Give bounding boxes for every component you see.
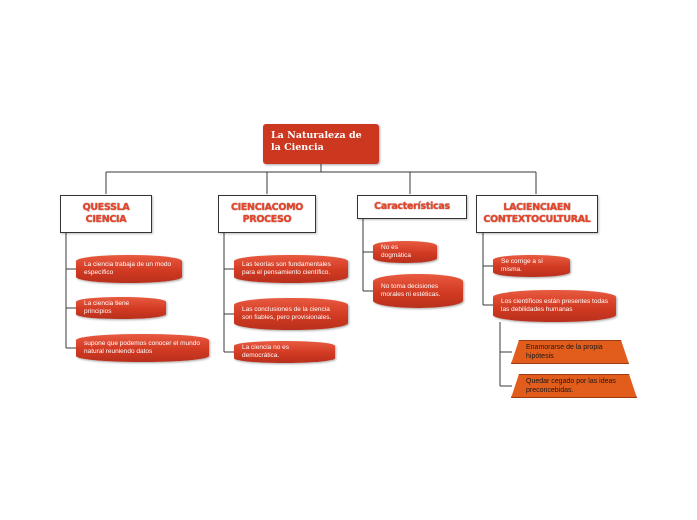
branch-caracteristicas[interactable]: Características (357, 195, 467, 219)
leaf-teorias-fundamentales[interactable]: Las teorías son fundamentales para el pe… (234, 255, 348, 283)
branch-ciencia-en-contexto-cultural[interactable]: LACIENCIAEN CONTEXTOCULTURAL (476, 195, 598, 233)
leaf-no-democratica[interactable]: La ciencia no es democrática. (234, 341, 335, 363)
leaf-no-dogmatica[interactable]: No es dogmática (373, 241, 437, 263)
leaf-debilidades-humanas[interactable]: Los científicos están presentes todas la… (493, 290, 616, 322)
subitem-enamorarse-hipotesis[interactable]: Enamorarse de la propia hipótesis (511, 340, 629, 364)
subitem-cegado-ideas[interactable]: Quedar cegado por las ideas preconcebida… (511, 374, 637, 398)
leaf-ciencia-modo-especifico[interactable]: La ciencia trabaja de un modo específico (76, 255, 182, 283)
leaf-se-corrige[interactable]: Se corrige a sí misma. (493, 255, 570, 277)
root-topic-node[interactable]: La Naturaleza de la Ciencia (263, 124, 379, 164)
leaf-decisiones-morales[interactable]: No toma decisiones morales ni estéticas. (373, 274, 463, 308)
leaf-ciencia-principios[interactable]: La ciencia tiene principios (76, 297, 166, 319)
leaf-conocer-mundo-natural[interactable]: supone que podemos conocer el mundo natu… (76, 334, 209, 362)
branch-ciencia-como-proceso[interactable]: CIENCIACOMO PROCESO (218, 195, 316, 233)
branch-que-es-la-ciencia[interactable]: QUESSLA CIENCIA (60, 195, 152, 233)
leaf-conclusiones-fiables[interactable]: Las conclusiones de la ciencia son fiabl… (234, 298, 348, 330)
